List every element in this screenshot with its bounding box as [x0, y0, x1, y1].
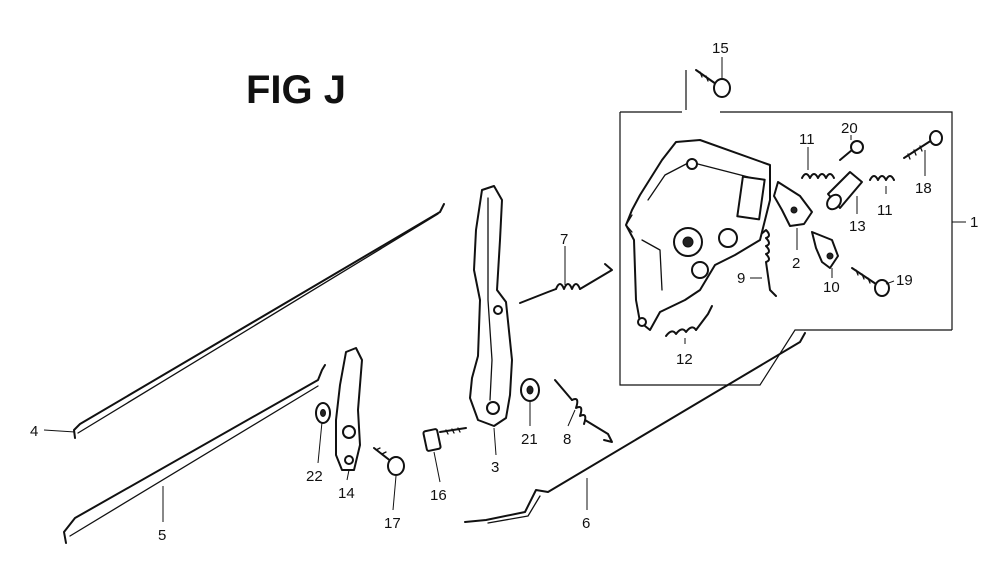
bracket-part-2	[773, 181, 813, 227]
callout-10: 10	[823, 279, 840, 296]
spring-part-8	[554, 379, 613, 443]
callout-21: 21	[521, 431, 538, 448]
lever-part-3	[469, 185, 513, 427]
callout-5: 5	[158, 527, 166, 544]
callout-22: 22	[306, 468, 323, 485]
figure-title: FIG J	[246, 68, 346, 112]
callout-7: 7	[560, 231, 568, 248]
governor-plate	[625, 139, 771, 331]
nut-part-21	[520, 378, 540, 402]
assembly-outline	[619, 70, 966, 386]
spring-part-11-b	[869, 175, 895, 181]
callout-11-a: 11	[799, 131, 815, 148]
leader-lines	[43, 57, 926, 522]
rod-part-5	[63, 364, 326, 544]
rod-part-6	[464, 332, 806, 524]
callout-16: 16	[430, 487, 447, 504]
callout-8: 8	[563, 431, 571, 448]
screw-part-20	[839, 140, 864, 161]
clip-part-10	[811, 231, 839, 269]
spring-part-11-a	[801, 173, 835, 179]
sleeve-part-13	[826, 171, 863, 211]
callout-4: 4	[30, 423, 38, 440]
rod-part-4	[73, 203, 445, 439]
spring-part-9	[759, 229, 777, 297]
callout-6: 6	[582, 515, 590, 532]
bolt-part-17	[373, 447, 405, 476]
callout-12: 12	[676, 351, 693, 368]
screw-part-19	[851, 267, 890, 297]
callout-18: 18	[915, 180, 932, 197]
callout-labels: 15 11 20 18 11 13 1 7 9 2 10 19 12 4 22 …	[30, 40, 978, 544]
callout-14: 14	[338, 485, 355, 502]
callout-2: 2	[792, 255, 800, 272]
bolt-part-15	[695, 69, 731, 98]
callout-15: 15	[712, 40, 729, 57]
spring-part-7	[519, 263, 613, 304]
bolt-part-18	[903, 130, 943, 160]
washer-part-22	[315, 402, 331, 424]
callout-9: 9	[737, 270, 745, 287]
lever-part-14	[335, 347, 363, 471]
callout-3: 3	[491, 459, 499, 476]
callout-13: 13	[849, 218, 866, 235]
callout-19: 19	[896, 272, 913, 289]
callout-20: 20	[841, 120, 858, 137]
callout-1: 1	[970, 214, 978, 231]
pin-part-16	[422, 427, 467, 452]
spring-part-12	[665, 305, 713, 337]
callout-17: 17	[384, 515, 401, 532]
callout-11-b: 11	[877, 202, 893, 219]
